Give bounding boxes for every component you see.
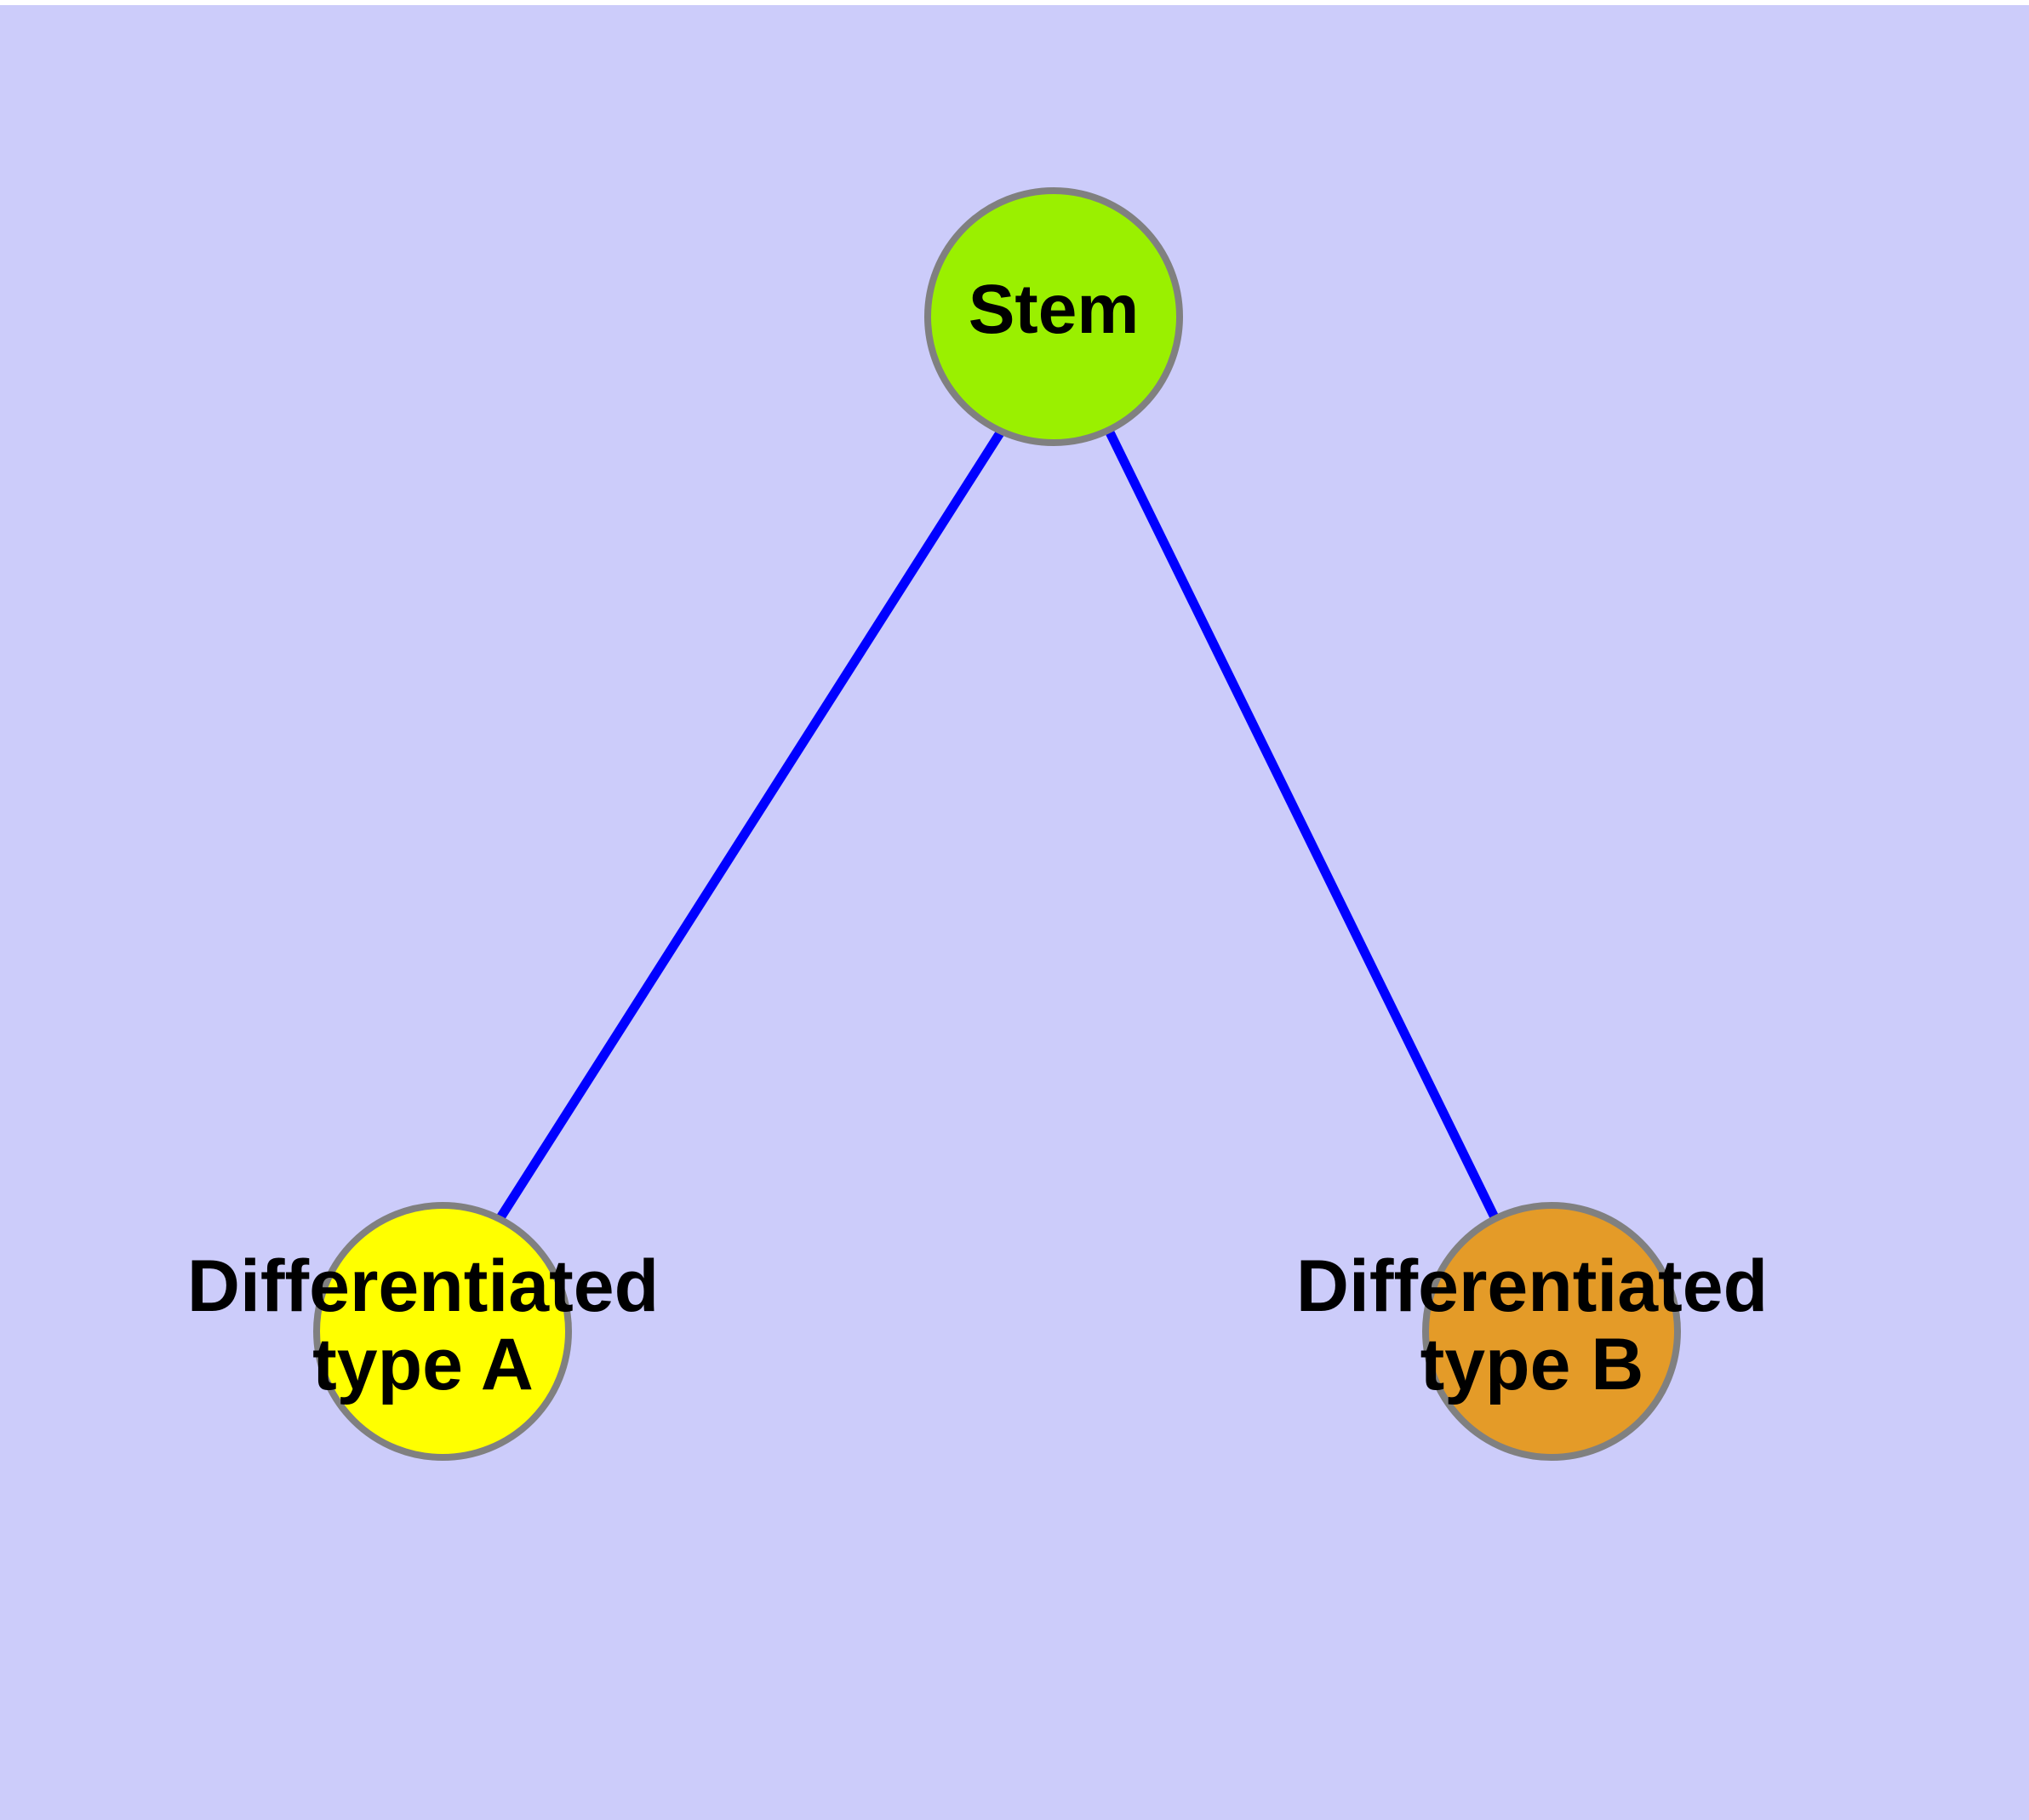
node-group [313,187,1681,1461]
edge-group [495,429,1500,1223]
edge-stem-to-type-b[interactable] [1106,430,1500,1223]
edge-stem-to-type-a[interactable] [495,429,1005,1222]
node-diff-type-a-circle[interactable] [313,1202,572,1461]
node-diff-type-b-circle[interactable] [1422,1202,1681,1461]
top-white-strip [0,0,2029,5]
node-stem-circle[interactable] [924,187,1183,446]
